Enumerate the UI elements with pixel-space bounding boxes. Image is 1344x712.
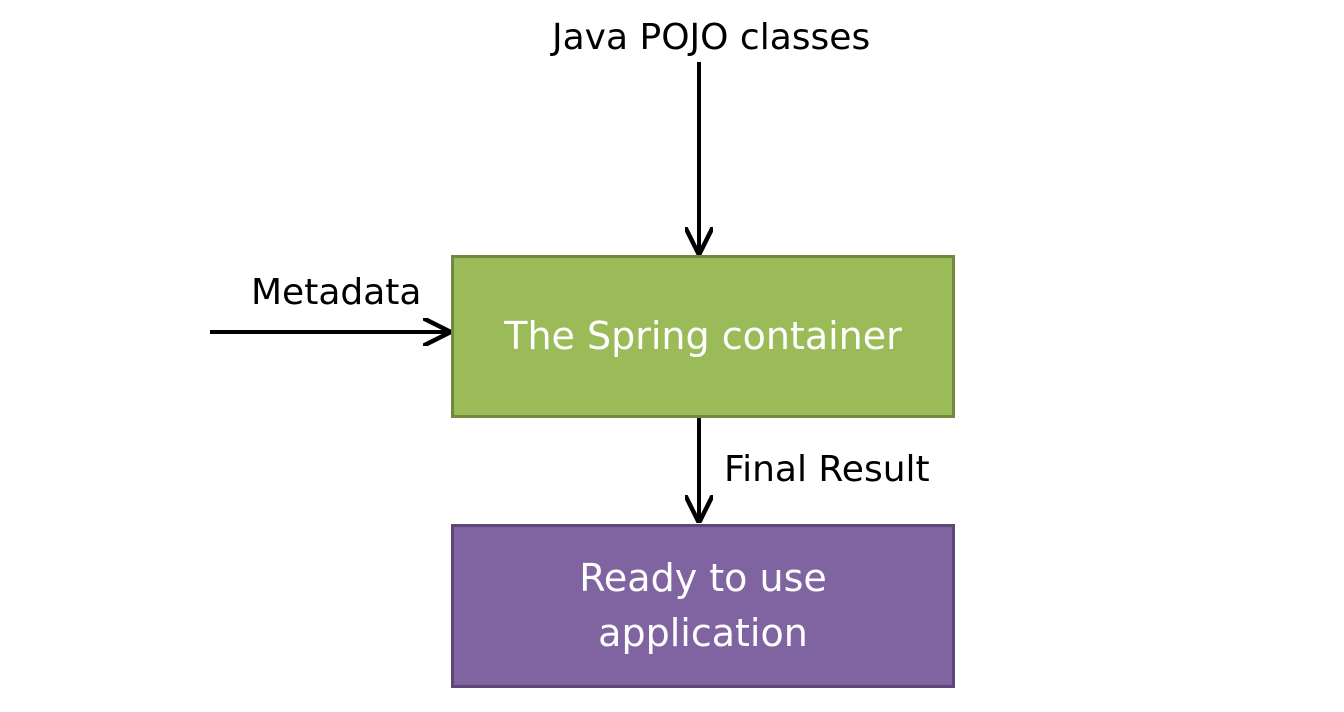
pojo-classes-label: Java POJO classes	[552, 17, 871, 58]
ready-application-label-line2: application	[598, 611, 808, 655]
metadata-label: Metadata	[251, 272, 422, 313]
spring-container-box: The Spring container	[451, 255, 955, 418]
spring-container-label: The Spring container	[504, 313, 902, 358]
final-result-label: Final Result	[724, 449, 930, 490]
ready-application-label-line1: Ready to use	[579, 555, 827, 600]
ready-application-box: Ready to use application	[451, 524, 955, 688]
